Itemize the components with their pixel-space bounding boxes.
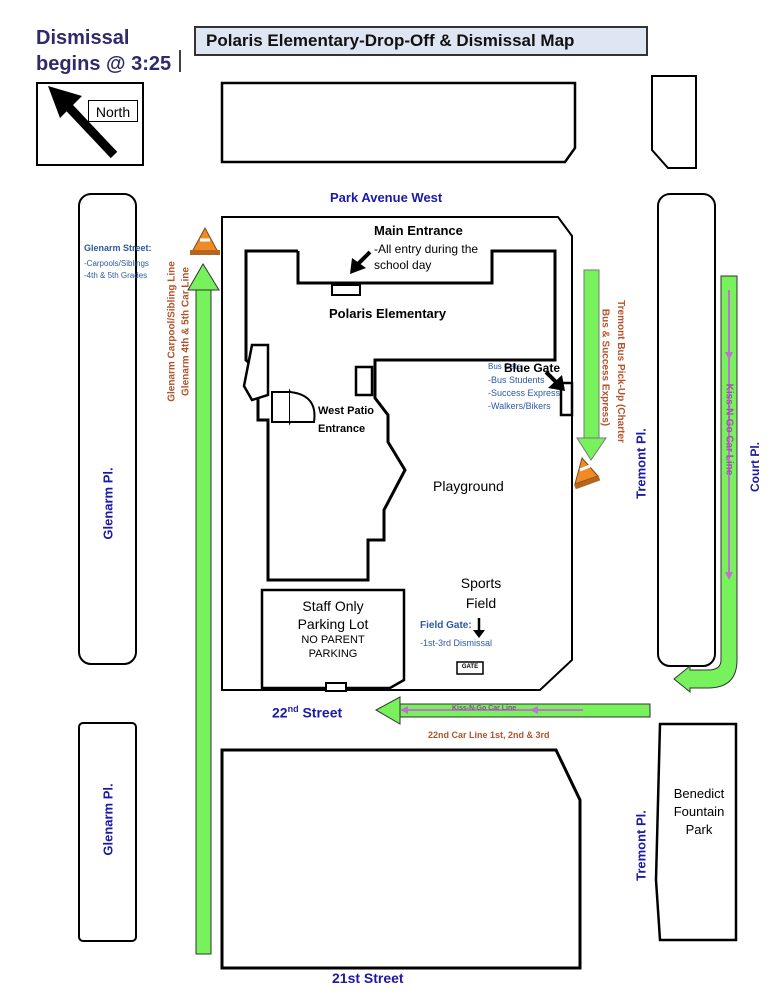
compass-label: North: [88, 100, 138, 122]
lot-gate: [325, 682, 347, 692]
staff-lot-line-2: Parking Lot: [297, 616, 369, 632]
main-entrance-note: -All entry during the school day: [374, 241, 478, 273]
block-north-east: [651, 75, 697, 169]
traffic-cone-icon: [190, 226, 220, 255]
street-tremont-lower: Tremont Pl.: [633, 810, 649, 881]
dismissal-line-2: begins @ 3:25: [36, 53, 172, 75]
street-22nd: 22nd Street: [272, 704, 342, 721]
street-22nd-suffix-sup: nd: [287, 704, 299, 714]
street-22nd-number: 22: [272, 704, 288, 721]
school-name: Polaris Elementary: [329, 306, 447, 321]
street-tremont-upper: Tremont Pl.: [633, 428, 649, 499]
west-patio-line-1: West Patio: [318, 405, 375, 417]
block-south: [220, 748, 582, 970]
kiss-arrowhead-1: [725, 352, 733, 360]
kiss-arrowhead-3: [400, 706, 408, 714]
west-patio-label: West Patio Entrance: [318, 402, 374, 438]
main-entrance-arrow-icon: [350, 250, 372, 274]
glenarm-notes-title: Glenarm Street:: [84, 243, 152, 253]
sports-field-line-1: Sports: [460, 575, 502, 591]
sports-field-line-2: Field: [465, 595, 497, 611]
staff-lot-line-3: NO PARENT: [301, 634, 365, 646]
blue-gate-item: -Walkers/Bikers: [488, 401, 551, 411]
blue-gate-item: -Bus Students: [488, 375, 545, 385]
main-entrance-door: [331, 284, 361, 296]
street-park-avenue-west: Park Avenue West: [330, 190, 443, 205]
glenarm-car-line-arrow: [187, 263, 220, 955]
field-gate-title: Field Gate:: [420, 620, 472, 631]
blue-gate-items: -Bus Students -Success Express -Walkers/…: [488, 374, 560, 413]
park-line-2: Fountain: [673, 804, 725, 819]
gate-sign-label: GATE: [461, 664, 479, 670]
block-glenarm-upper: [78, 193, 137, 665]
blue-gate-overlap-label: Bus Gate: [488, 362, 522, 371]
street-21st: 21st Street: [332, 970, 404, 986]
blue-gate-item: -Success Express: [488, 388, 561, 398]
glenarm-car-line-1: Glenarm Carpool/Sibling Line: [166, 261, 178, 402]
block-tremont-upper: [657, 193, 716, 667]
street-court: Court Pl.: [748, 442, 762, 492]
glenarm-notes-items: -Carpools/Siblings -4th & 5th Grades: [84, 258, 149, 282]
traffic-cone-icon: [574, 456, 601, 490]
glenarm-note-item: -4th & 5th Grades: [84, 271, 148, 280]
tremont-bus-line-1: Tremont Bus Pick-Up (Charter: [615, 300, 626, 443]
block-north-center: [220, 81, 577, 164]
main-entrance-title: Main Entrance: [374, 223, 463, 238]
north-arrow-icon: [48, 86, 118, 159]
street-glenarm-lower: Glenarm Pl.: [100, 783, 116, 856]
main-entrance-line-1: -All entry during the: [374, 242, 479, 256]
block-glenarm-lower: [78, 722, 137, 942]
staff-parking-lot: [260, 588, 406, 690]
street-glenarm-upper: Glenarm Pl.: [100, 467, 116, 540]
tremont-bus-line-2: Bus & Success Express): [599, 308, 611, 427]
staff-lot-label: Staff Only Parking Lot NO PARENT PARKING: [262, 597, 404, 661]
blue-gate-title: Blue Gate: [504, 361, 561, 375]
glenarm-note-item: -Carpools/Siblings: [84, 259, 149, 268]
blue-gate-door: [559, 381, 574, 417]
park-label: Benedict Fountain Park: [662, 785, 736, 839]
gate-sign-box: [456, 661, 484, 675]
street-22nd-word: Street: [298, 704, 343, 721]
kiss-n-go-vertical-label: Kiss-N-Go Car Line: [723, 383, 735, 476]
building-wing: [242, 343, 270, 402]
field-gate-arrow-icon: [473, 618, 485, 638]
tremont-bus-arrow: [576, 269, 607, 461]
park-block: [654, 722, 738, 942]
park-line-1: Benedict: [673, 786, 725, 801]
park-line-3: Park: [685, 822, 713, 837]
blue-gate-arrow-icon: [544, 370, 565, 391]
kiss-n-go-arrow: [673, 275, 738, 694]
glenarm-car-line-2: Glenarm 4th & 5th Car Line: [180, 267, 192, 396]
kiss-arrowhead-2: [725, 572, 733, 580]
22nd-car-line-label: 22nd Car Line 1st, 2nd & 3rd: [428, 730, 550, 740]
west-patio-round: [289, 391, 316, 423]
kiss-arrowhead-4: [530, 706, 538, 714]
main-entrance-line-2: school day: [374, 258, 432, 272]
staff-lot-line-4: PARKING: [308, 648, 358, 660]
dismissal-line-1: Dismissal: [36, 27, 130, 49]
courtyard-door: [354, 365, 374, 397]
field-gate-item: -1st-3rd Dismissal: [420, 638, 493, 648]
map-title: Polaris Elementary-Drop-Off & Dismissal …: [194, 26, 648, 56]
staff-lot-line-1: Staff Only: [302, 598, 364, 614]
playground-label: Playground: [433, 478, 504, 494]
sports-field-label: Sports Field: [446, 573, 516, 613]
dismissal-time-note: Dismissal begins @ 3:25: [36, 25, 171, 77]
west-patio-door: [271, 391, 291, 423]
school-lot: [221, 216, 573, 691]
west-patio-line-2: Entrance: [318, 423, 366, 435]
kiss-n-go-horizontal-label: Kiss-N-Go Car Line: [452, 705, 517, 712]
